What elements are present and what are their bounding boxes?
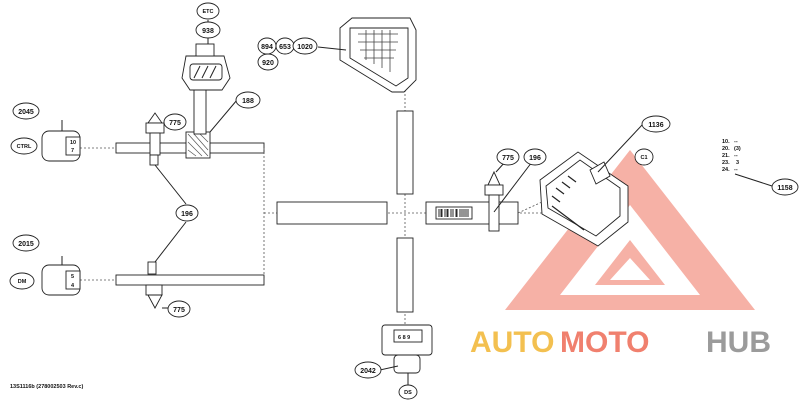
etc-harness-sleeve [193, 89, 207, 135]
callout-c1 [634, 148, 654, 166]
callout-188 [235, 91, 261, 109]
callout-188-text: 188 [242, 98, 254, 105]
watermark-inner-triangle [595, 240, 665, 285]
callout-196-right-text: 196 [529, 155, 541, 162]
callout-dm-text: DM [18, 279, 27, 285]
pin-list-value: -- [734, 167, 738, 173]
callout-775-bottom-text: 775 [173, 307, 185, 314]
dm-tie-196 [147, 261, 157, 275]
callout-1020-text: 1020 [297, 44, 313, 51]
pin-list-pin: 20. [722, 146, 730, 152]
callout-894-text: 894 [261, 44, 273, 51]
pin-list-pin: 23. [722, 160, 730, 166]
callout-1158-text: 1158 [777, 185, 792, 192]
callout-920 [257, 53, 279, 71]
pin-list-pin: 21. [722, 153, 730, 159]
ctrl-branch: 10 7 [41, 112, 265, 280]
main-harness-sleeve-left [276, 201, 388, 225]
leader-lines [61, 20, 773, 385]
callout-775-top [163, 113, 187, 131]
callout-196-left-text: 196 [181, 211, 193, 218]
callout-1158 [771, 178, 799, 196]
watermark [505, 150, 755, 310]
callout-196-right [523, 148, 547, 166]
watermark-moto: MOTO [560, 326, 649, 359]
etc-branch [181, 43, 231, 135]
callouts: ETC 938 188 2045 CTRL 775 196 2015 DM 77… [9, 2, 799, 400]
ctrl-clip-head [147, 112, 163, 124]
pin-list: 10. -- 20. (3) 21. -- 23. 3 24. -- [722, 139, 741, 173]
callout-2045 [12, 102, 40, 120]
callout-2042-text: 2042 [360, 368, 376, 375]
callout-ds-text: DS [404, 390, 412, 396]
watermark-auto: AUTO [470, 326, 554, 359]
callout-1020 [292, 37, 318, 55]
ds-connector-face [393, 329, 423, 343]
dm-harness-sleeve [115, 274, 265, 286]
connector-c1-latch [589, 161, 611, 185]
callout-775-top-text: 775 [169, 120, 181, 127]
pin-list-pin: 24. [722, 167, 730, 173]
callout-920-text: 920 [262, 60, 274, 67]
connector-c1 [517, 151, 629, 247]
callout-1136-text: 1136 [648, 122, 663, 129]
dm-connector-face [65, 270, 81, 290]
connector-1020-face [349, 27, 409, 87]
ds-pin-labels: 6 8 9 [398, 335, 410, 341]
watermark-text: AUTO MOTO HUB [470, 326, 771, 359]
connector-ds: 6 8 9 [381, 324, 433, 374]
etc-connector-latch [195, 43, 215, 57]
callout-938-text: 938 [202, 28, 214, 35]
callout-etc [196, 2, 220, 20]
dm-branch: 5 4 [41, 261, 265, 309]
watermark-hub: HUB [706, 326, 771, 359]
connector-1020 [339, 17, 417, 93]
callout-775-right [496, 148, 520, 166]
callout-dm [9, 272, 35, 290]
ctrl-clip-stem [149, 132, 161, 156]
callout-ctrl-text: CTRL [17, 144, 32, 150]
callout-653-text: 653 [279, 44, 291, 51]
pin-list-pin: 10. [722, 139, 730, 145]
main-harness-sleeve-top [396, 110, 414, 195]
ctrl-connector-face [65, 136, 81, 156]
ds-connector-boot [393, 354, 421, 374]
dm-pin-top: 5 [71, 274, 74, 280]
callout-196-left [175, 204, 199, 222]
callout-775-right-text: 775 [502, 155, 514, 162]
callout-etc-text: ETC [203, 9, 214, 15]
ctrl-clip-body [145, 122, 165, 134]
pin-list-value: -- [734, 139, 738, 145]
etc-connector-face [189, 63, 223, 81]
main-harness [264, 90, 560, 325]
pin-list-value: -- [734, 153, 738, 159]
main-harness-sleeve-bottom [396, 237, 414, 313]
dm-clip-head [147, 294, 163, 309]
callout-938 [195, 21, 221, 39]
dm-pin-bottom: 4 [71, 283, 75, 289]
callout-2015 [12, 234, 40, 252]
callout-775-bottom [167, 300, 191, 318]
callout-2045-text: 2045 [18, 109, 34, 116]
callout-2042 [354, 361, 382, 379]
right-clip-stem [488, 194, 500, 232]
pin-list-value: 3 [736, 160, 739, 166]
callout-1136 [641, 115, 671, 133]
right-clip-body [484, 184, 504, 196]
ctrl-tie-196 [149, 154, 159, 166]
ctrl-pin-top: 10 [70, 140, 76, 146]
callout-c1-text: C1 [640, 155, 647, 161]
callout-2015-text: 2015 [18, 241, 34, 248]
callout-ds [398, 384, 418, 400]
right-clip-head [487, 170, 501, 186]
ctrl-pin-bottom: 7 [71, 148, 74, 154]
pin-list-value: (3) [734, 146, 741, 152]
watermark-triangle-logo [505, 150, 755, 310]
figure-id: 13S1116b (278002503 Rev.c) [10, 384, 83, 390]
callout-ctrl [10, 137, 38, 155]
dm-clip-body [145, 284, 163, 296]
